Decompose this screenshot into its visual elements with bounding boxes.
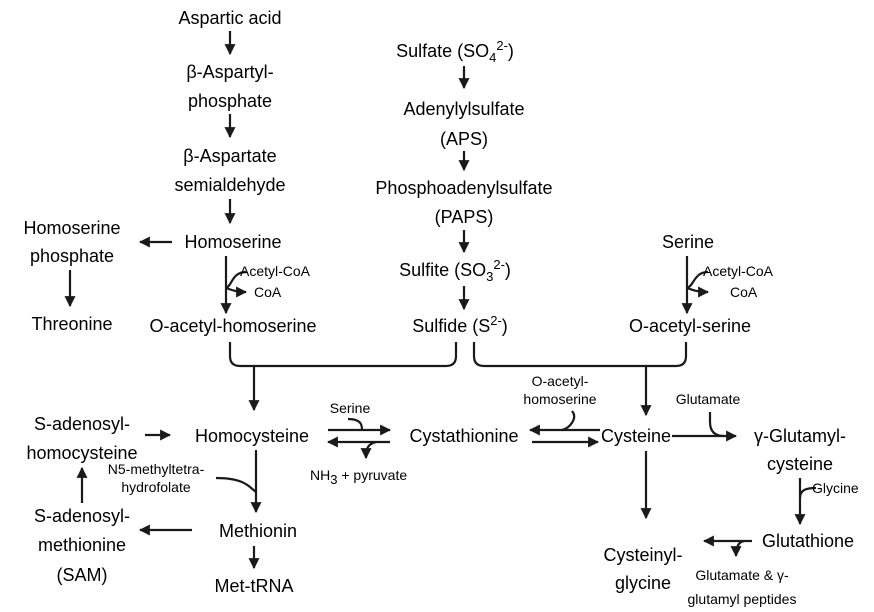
node-cysteinylglycine-line1: Cysteinyl- — [603, 545, 682, 565]
cofactor-nh3-pyruvate: NH3 + pyruvate — [310, 467, 407, 487]
node-aps-line1: Adenylylsulfate — [403, 99, 524, 119]
cofactor-methylthf-line2: hydrofolate — [121, 479, 190, 495]
cofactor-glutamate: Glutamate — [676, 391, 741, 407]
node-glutathione: Glutathione — [762, 531, 854, 551]
cofactor-acetyl-coa-2: Acetyl-CoA — [703, 263, 774, 279]
cofactor-curve-acetyl-coa-in-2 — [686, 270, 709, 290]
node-paps-line1: Phosphoadenylsulfate — [375, 178, 552, 198]
node-serine: Serine — [662, 232, 714, 252]
node-aspartyl-phosphate-line2: phosphate — [188, 91, 272, 111]
node-aps-line2: (APS) — [440, 129, 488, 149]
cofactor-coa-1: CoA — [254, 284, 282, 300]
cofactor-curve-coa-out — [225, 286, 248, 298]
node-cystathionine: Cystathionine — [409, 426, 518, 446]
node-aspartate-semialdehyde-line2: semialdehyde — [174, 175, 285, 195]
cofactor-o-acetyl-homoserine-line1: O-acetyl- — [532, 373, 589, 389]
node-glutamylcysteine-line1: γ-Glutamyl- — [754, 426, 846, 446]
node-sulfate: Sulfate (SO42-) — [396, 38, 514, 65]
cofactor-serine: Serine — [330, 400, 371, 416]
node-homoserine-phosphate-line2: phosphate — [30, 246, 114, 266]
cofactor-coa-2: CoA — [730, 284, 758, 300]
node-aspartyl-phosphate-line1: β-Aspartyl- — [186, 62, 273, 82]
cofactor-curve-acetyl-coa-in — [225, 270, 247, 290]
node-cysteinylglycine-line2: glycine — [615, 573, 671, 593]
bracket-sulfide-o-acetyl-serine — [472, 342, 688, 368]
node-sah-line1: S-adenosyl- — [34, 414, 130, 434]
node-threonine: Threonine — [31, 314, 112, 334]
node-sam-line3: (SAM) — [57, 565, 108, 585]
cofactor-curve-serine-in — [347, 417, 364, 431]
cofactor-glutamate-peptides-line2: glutamyl peptides — [688, 591, 797, 607]
cofactor-glutamate-peptides-line1: Glutamate & γ- — [695, 567, 789, 583]
node-homoserine: Homoserine — [184, 232, 281, 252]
cofactor-curve-coa-out-2 — [686, 286, 710, 298]
cofactor-o-acetyl-homoserine-line2: homoserine — [523, 391, 596, 407]
node-o-acetyl-homoserine: O-acetyl-homoserine — [149, 316, 316, 336]
node-met-trna: Met-tRNA — [214, 576, 293, 596]
node-sulfite: Sulfite (SO32-) — [399, 257, 511, 284]
node-homoserine-phosphate-line1: Homoserine — [23, 218, 120, 238]
node-sam-line2: methionine — [38, 535, 126, 555]
cofactor-curve-glycine-in — [798, 486, 817, 499]
cofactor-curve-methylthf-in — [215, 476, 257, 493]
node-o-acetyl-serine: O-acetyl-serine — [629, 316, 751, 336]
cofactor-methylthf-line1: N5-methyltetra- — [108, 461, 205, 477]
node-sah-line2: homocysteine — [26, 443, 137, 463]
cofactor-curve-glutamate-out — [730, 539, 745, 558]
node-paps-line2: (PAPS) — [435, 207, 494, 227]
cofactor-curve-o-acetyl-homoserine-in — [561, 410, 576, 432]
cofactor-curve-glutamate-in — [708, 412, 725, 438]
cofactor-curve-nh3-out — [360, 440, 377, 460]
node-methionin: Methionin — [219, 521, 297, 541]
cofactor-glycine: Glycine — [812, 480, 859, 496]
node-aspartic-acid: Aspartic acid — [178, 8, 281, 28]
bracket-o-acetyl-homoserine-sulfide — [228, 342, 458, 368]
node-glutamylcysteine-line2: cysteine — [767, 454, 833, 474]
node-aspartate-semialdehyde-line1: β-Aspartate — [183, 146, 276, 166]
node-sam-line1: S-adenosyl- — [34, 506, 130, 526]
cofactor-acetyl-coa-1: Acetyl-CoA — [240, 263, 311, 279]
node-sulfide: Sulfide (S2-) — [412, 313, 508, 336]
node-cysteine: Cysteine — [601, 426, 671, 446]
node-homocysteine: Homocysteine — [195, 426, 309, 446]
